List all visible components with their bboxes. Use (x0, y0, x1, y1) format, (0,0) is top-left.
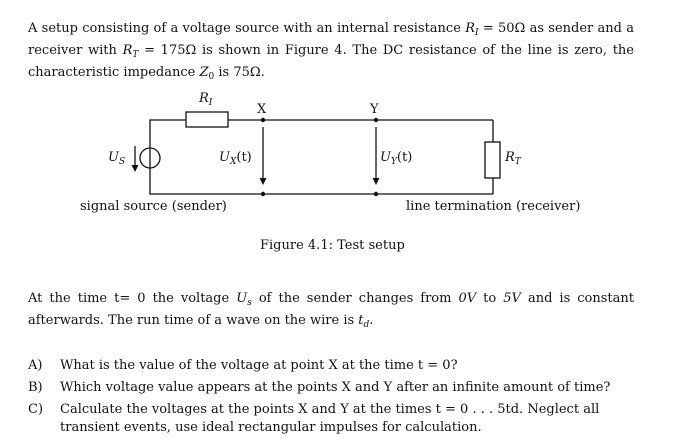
ri-symbol: RI (465, 21, 479, 38)
resistor-rt (484, 141, 501, 179)
question-text: Calculate the voltages at the points X a… (60, 402, 600, 435)
z0-symbol: Z0 (199, 65, 215, 82)
question-text: What is the value of the voltage at poin… (60, 358, 458, 373)
time-text-5: . (369, 313, 374, 328)
node-x-top (260, 117, 266, 123)
wire-bottom (149, 168, 493, 195)
us-symbol: Us (236, 291, 252, 308)
question-label: A) (28, 358, 43, 373)
question-text: Which voltage value appears at the point… (60, 380, 611, 395)
uy-arrow-head (372, 178, 380, 185)
question-label: C) (28, 402, 44, 417)
z0-value: is 75Ω. (214, 65, 265, 80)
label-ri: RI (199, 91, 213, 108)
intro-text-3: is shown in Figure 4. The DC resistance … (28, 43, 634, 80)
intro-text-2: as sender and a receiver with (28, 21, 634, 58)
question-label: B) (28, 380, 43, 395)
node-x-bottom (260, 191, 266, 197)
sender-caption: signal source (sender) (80, 199, 227, 214)
voltage-end: 5V (503, 291, 521, 306)
receiver-caption: line termination (receiver) (406, 199, 581, 214)
question-a: A) What is the value of the voltage at po… (28, 357, 638, 375)
us-arrow-head (131, 165, 139, 172)
wire-top-left (149, 119, 186, 148)
question-list: A) What is the value of the voltage at po… (28, 357, 638, 441)
intro-paragraph: A setup consisting of a voltage source w… (28, 20, 634, 86)
node-y-bottom (373, 191, 379, 197)
time-text-2: of the sender changes from (251, 291, 459, 306)
label-rt: RT (505, 150, 521, 167)
label-uy: UY(t) (380, 150, 413, 167)
ux-arrow-head (259, 178, 267, 185)
voltage-start: 0V (458, 291, 477, 306)
rt-symbol: RT (122, 43, 139, 60)
label-x: X (257, 102, 267, 117)
time-paragraph: At the time t= 0 the voltage Us of the s… (28, 290, 634, 334)
label-y: Y (370, 102, 379, 117)
time-text-4: and is constant afterwards. The run time… (28, 291, 634, 328)
label-ux: UX(t) (219, 150, 252, 167)
rt-value: = 175Ω (138, 43, 197, 58)
ri-value: = 50Ω (478, 21, 526, 36)
node-y-top (373, 117, 379, 123)
question-c: C) Calculate the voltages at the points X… (28, 401, 638, 437)
question-b: B) Which voltage value appears at the poi… (28, 379, 638, 397)
intro-text-1: A setup consisting of a voltage source w… (28, 21, 466, 36)
td-symbol: td (358, 313, 370, 330)
resistor-ri (185, 111, 229, 128)
time-text-1: At the time t= 0 the voltage (28, 291, 237, 306)
figure-caption: Figure 4.1: Test setup (260, 238, 405, 253)
label-us: US (108, 150, 126, 167)
time-text-3: to (476, 291, 504, 306)
